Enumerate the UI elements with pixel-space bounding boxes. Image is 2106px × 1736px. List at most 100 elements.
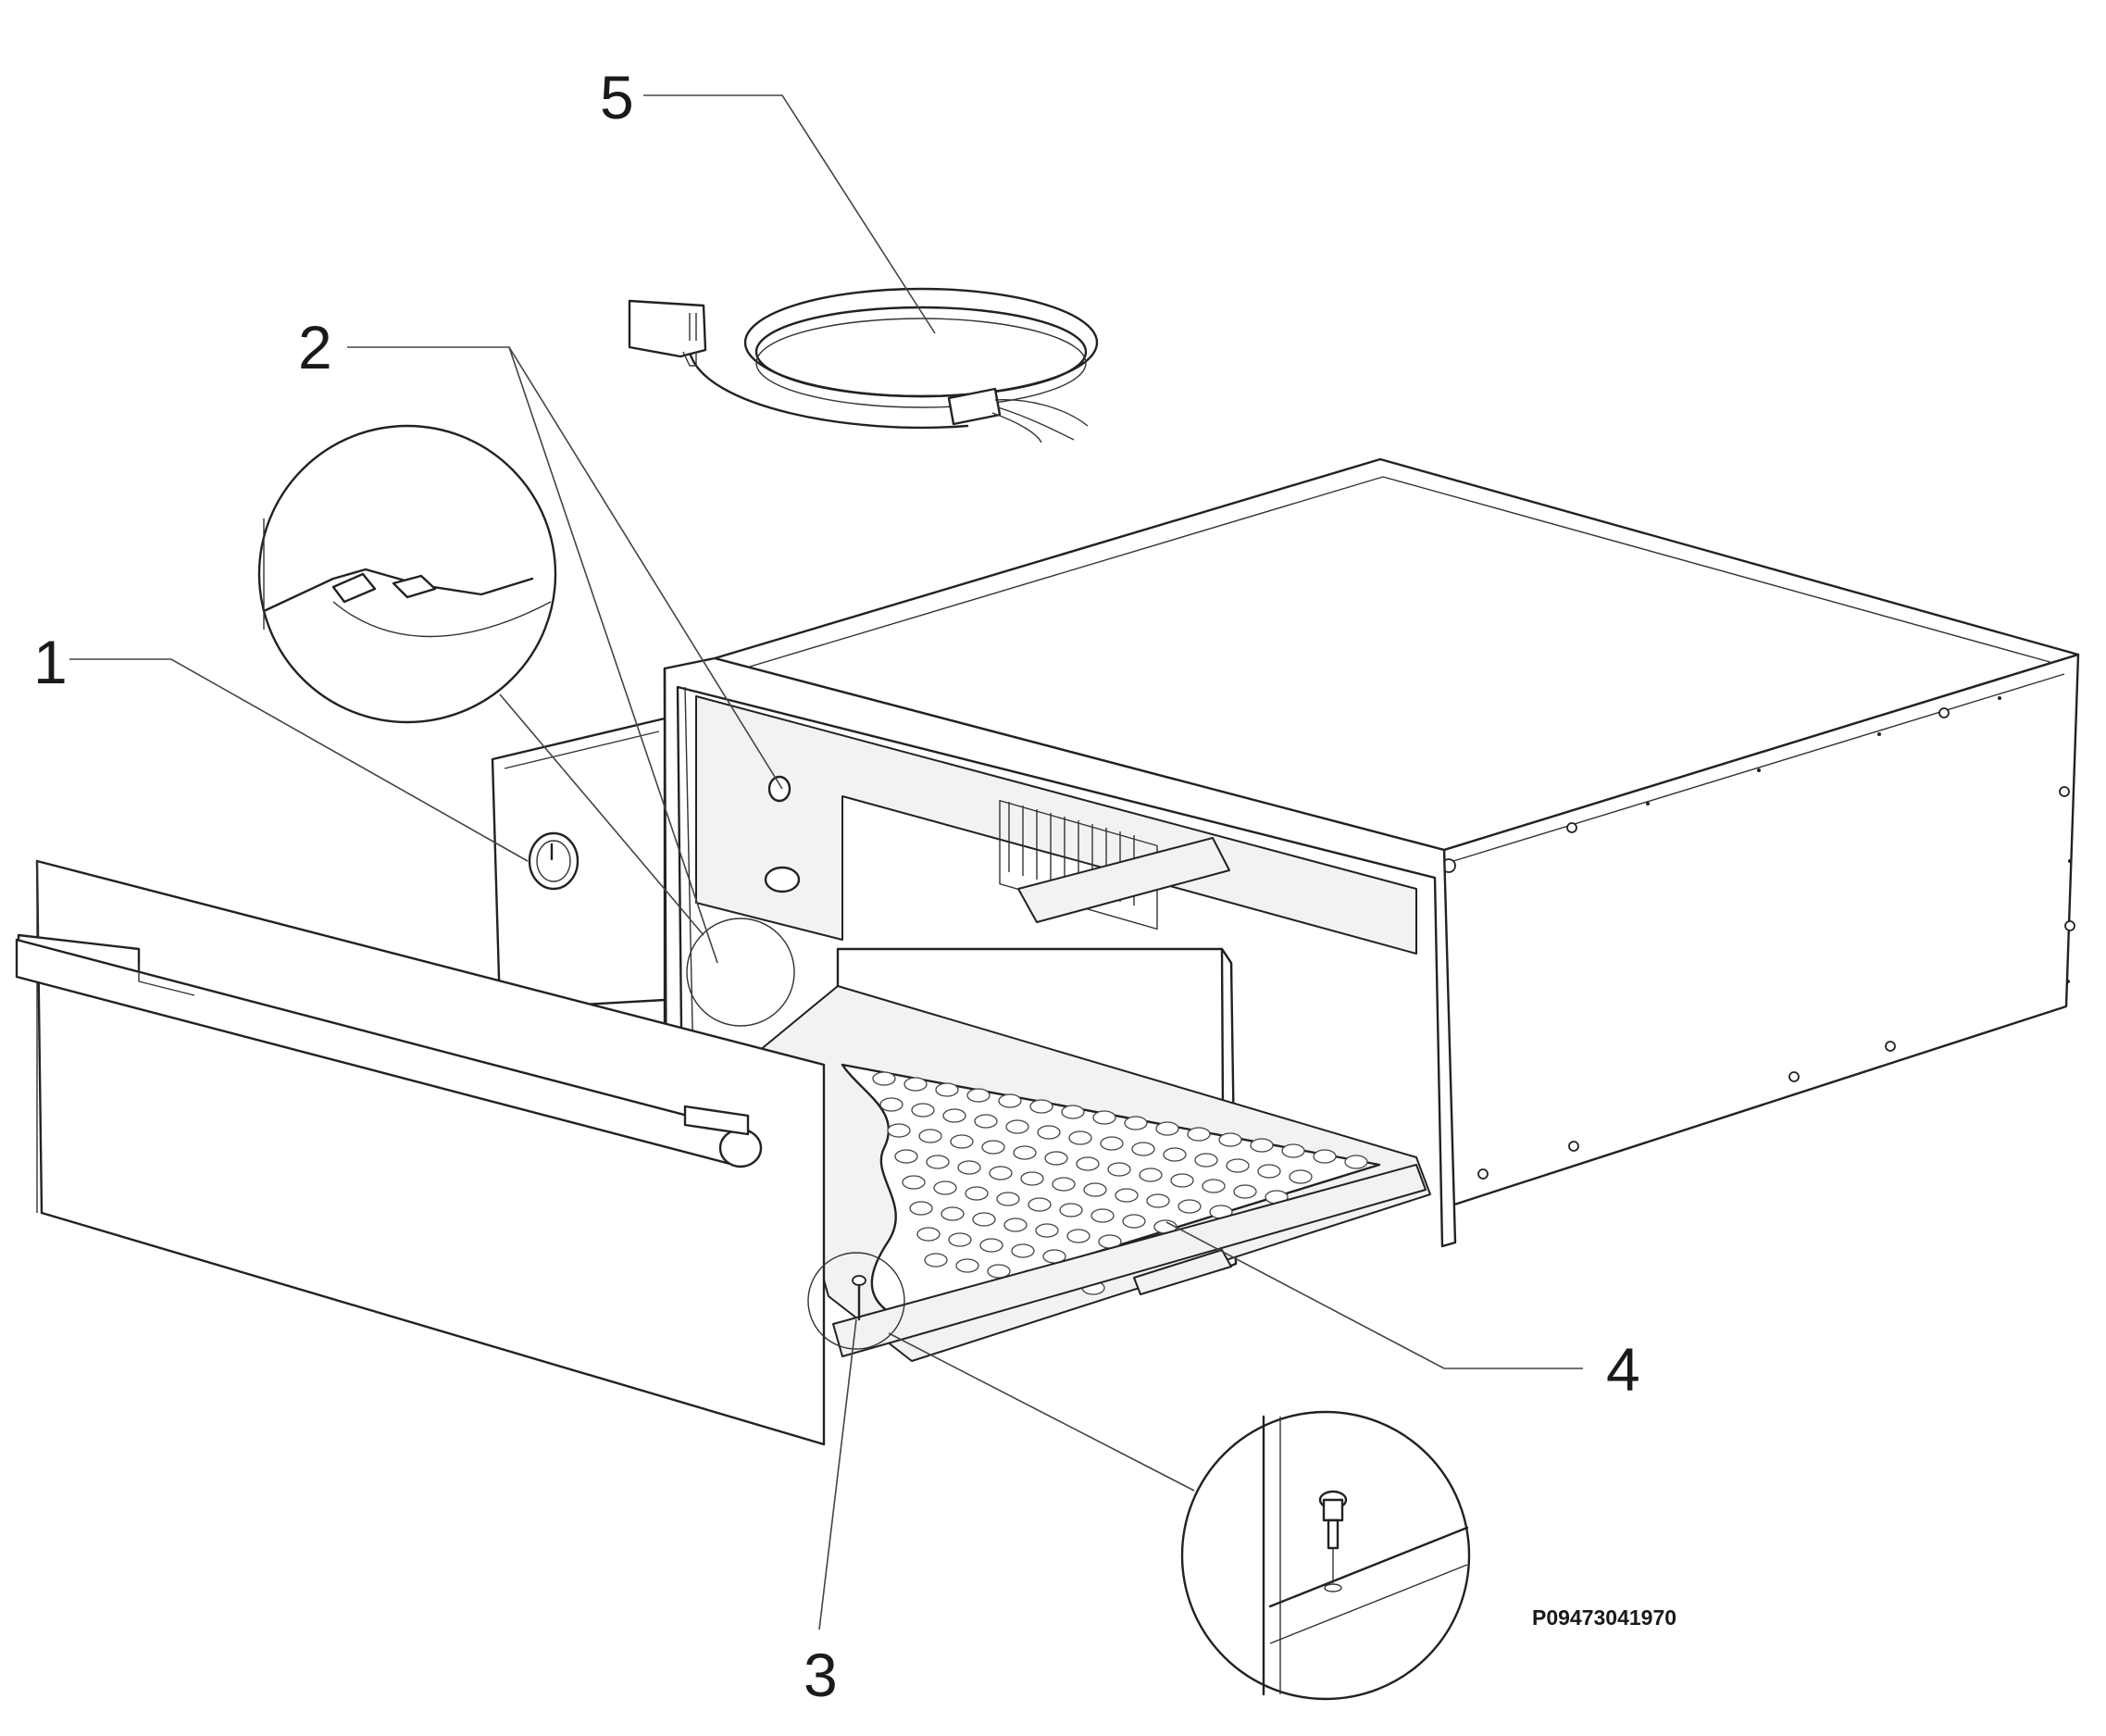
plate-hole [902, 1175, 926, 1190]
plate-hole [872, 1071, 896, 1086]
plate-hole [924, 1253, 948, 1268]
callout-4: 4 [1606, 1335, 1640, 1404]
plate-hole [942, 1108, 966, 1123]
plate-hole [1090, 1208, 1115, 1223]
indicator-lamp [764, 866, 801, 893]
plate-hole [948, 1232, 972, 1247]
plate-hole [979, 1238, 1003, 1253]
plate-hole [1059, 1203, 1083, 1218]
plate-hole [1107, 1162, 1131, 1177]
plate-hole [1233, 1184, 1257, 1199]
plate-hole [1313, 1149, 1337, 1164]
plate-hole [1202, 1179, 1226, 1193]
detail-screw-magnifier [807, 1252, 1471, 1701]
plate-hole [1122, 1214, 1146, 1229]
plate-hole [1035, 1223, 1059, 1238]
plate-hole [957, 1160, 981, 1175]
plate-hole [1020, 1171, 1044, 1186]
plate-hole [1131, 1142, 1155, 1156]
plate-hole [1218, 1132, 1242, 1147]
plate-hole [1155, 1121, 1179, 1136]
plate-hole [1003, 1218, 1028, 1232]
plate-hole [933, 1180, 957, 1195]
plate-hole [1281, 1143, 1305, 1158]
callout-labels: 1 2 3 4 5 [33, 63, 1640, 1709]
plate-hole [1100, 1136, 1124, 1151]
plate-hole [1083, 1182, 1107, 1197]
plate-hole [1178, 1199, 1202, 1214]
plate-hole [1124, 1116, 1148, 1130]
cable-end-wires [947, 387, 1089, 443]
cavity-back-wall [695, 695, 1417, 955]
clip-detail-inner [262, 518, 552, 638]
plate-hole [996, 1192, 1020, 1206]
perforated-plate [841, 1063, 1381, 1317]
plate-hole [1146, 1193, 1170, 1208]
plate-hole [1139, 1168, 1163, 1182]
leader-3 [818, 1318, 857, 1630]
cable-plug [628, 299, 707, 358]
plate-hole [1226, 1158, 1250, 1173]
plate-hole [989, 1166, 1013, 1180]
plate-hole [911, 1103, 935, 1118]
plate-hole [1066, 1229, 1090, 1243]
leader-4 [1165, 1221, 1583, 1369]
plate-hole [909, 1201, 933, 1216]
cabinet-housing [713, 457, 2080, 1207]
plate-hole [1115, 1188, 1139, 1203]
fixing-screw [852, 1275, 866, 1321]
detail-clip-magnifier [257, 424, 795, 1027]
plate-hole [1076, 1156, 1100, 1171]
plate-hole [987, 1264, 1011, 1279]
plate-hole [1170, 1173, 1194, 1188]
plate-hole [941, 1206, 965, 1221]
plate-hole [1044, 1151, 1068, 1166]
plate-hole [916, 1227, 941, 1242]
leader-lines [69, 94, 1583, 1630]
temperature-knob [528, 831, 579, 891]
leader-2b [508, 346, 783, 790]
callout-2: 2 [298, 313, 332, 381]
plate-hole [1194, 1153, 1218, 1168]
plate-hole [1250, 1138, 1274, 1153]
plate-hole [935, 1082, 959, 1097]
plate-hole [1037, 1125, 1061, 1140]
plate-hole [1061, 1105, 1085, 1119]
callout-5: 5 [600, 63, 634, 131]
plate-hole [950, 1134, 974, 1149]
plate-hole [972, 1212, 996, 1227]
screw-detail-icon [1318, 1490, 1348, 1592]
plate-hole [998, 1093, 1022, 1108]
plate-hole [1187, 1127, 1211, 1142]
telescopic-runner [1133, 1249, 1232, 1295]
plate-hole [926, 1155, 950, 1169]
plate-hole [965, 1186, 989, 1201]
plate-hole [974, 1114, 998, 1129]
power-cable [628, 287, 1099, 443]
leader-1 [69, 658, 529, 862]
cabinet-rail [1017, 837, 1230, 923]
callout-3: 3 [804, 1641, 838, 1709]
screw-detail-inner [1262, 1415, 1469, 1696]
plate-hole [1013, 1145, 1037, 1160]
plate-hole [1068, 1130, 1092, 1145]
plate-hole [981, 1140, 1005, 1155]
plate-hole [894, 1149, 918, 1164]
plate-hole [1344, 1155, 1368, 1169]
plate-hole [1092, 1110, 1116, 1125]
reference-code: P09473041970 [1532, 1605, 1676, 1630]
plate-hole [1052, 1177, 1076, 1192]
cabinet-rivets [1441, 696, 2075, 1180]
callout-1: 1 [33, 628, 68, 696]
drawer-handle [15, 933, 763, 1168]
plate-hole [879, 1097, 903, 1112]
plate-hole [1028, 1197, 1052, 1212]
control-panel [491, 717, 801, 1011]
plate-hole [1163, 1147, 1187, 1162]
rear-switch [767, 775, 791, 803]
plate-hole [1011, 1243, 1035, 1258]
leader-5 [643, 94, 936, 334]
plate-hole [966, 1088, 991, 1103]
plate-hole [903, 1077, 928, 1092]
